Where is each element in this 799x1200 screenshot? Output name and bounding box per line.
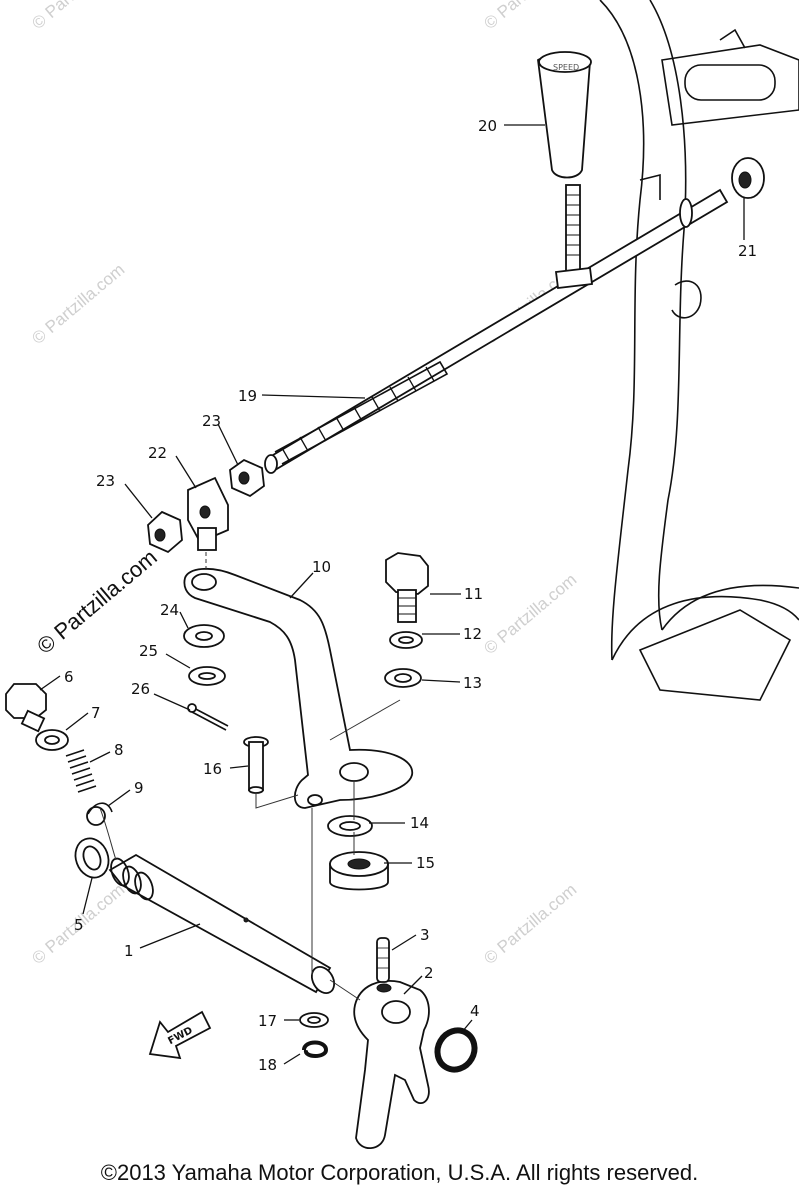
washer — [299, 1012, 329, 1028]
part-label-10: 10 — [312, 558, 331, 576]
part-label-23: 23 — [202, 412, 221, 430]
nut — [229, 458, 265, 498]
watermark: © Partzilla.com — [28, 260, 128, 348]
ball — [86, 802, 113, 826]
part-label-22: 22 — [148, 444, 167, 462]
assembly-lines — [99, 552, 401, 1001]
part-label-26: 26 — [131, 680, 150, 698]
part-label-14: 14 — [410, 814, 429, 832]
fork-pin — [376, 937, 390, 983]
part-label-3: 3 — [420, 926, 430, 944]
washer — [384, 668, 422, 688]
part-label-13: 13 — [463, 674, 482, 692]
part-label-12: 12 — [463, 625, 482, 643]
cotter-pin — [187, 703, 229, 731]
part-label-24: 24 — [160, 601, 179, 619]
shift-knob: SPEED — [537, 51, 594, 289]
frame-outline — [599, 0, 799, 701]
collar — [329, 851, 389, 891]
watermark: © Partzilla.com — [480, 570, 580, 658]
part-label-5: 5 — [74, 916, 84, 934]
bolt — [385, 552, 429, 623]
gasket — [35, 729, 69, 751]
washer — [327, 815, 373, 837]
part-label-6: 6 — [64, 668, 74, 686]
part-label-11: 11 — [464, 585, 483, 603]
watermark: © Partzilla.com — [480, 0, 580, 33]
part-label-4: 4 — [470, 1002, 480, 1020]
rod-joint — [187, 476, 229, 551]
part-labels: 20 21 19 23 22 23 10 11 12 13 24 25 26 1… — [64, 117, 757, 1074]
shift-rod — [264, 188, 729, 474]
shift-lever — [183, 568, 413, 809]
part-label-16: 16 — [203, 760, 222, 778]
part-label-17: 17 — [258, 1012, 277, 1030]
part-label-7: 7 — [91, 704, 101, 722]
lock-washer — [389, 631, 423, 649]
washer — [183, 624, 225, 648]
part-label-1: 1 — [124, 942, 134, 960]
washer — [188, 666, 226, 686]
plug — [5, 683, 47, 733]
part-label-21: 21 — [738, 242, 757, 260]
watermark: © Partzilla.com — [28, 0, 128, 33]
grommet — [731, 157, 765, 199]
part-label-20: 20 — [478, 117, 497, 135]
knob-text: SPEED — [553, 63, 579, 72]
part-label-2: 2 — [424, 964, 434, 982]
part-label-9: 9 — [134, 779, 144, 797]
shift-shaft — [108, 853, 336, 995]
leader-lines — [39, 124, 745, 1065]
part-label-23: 23 — [96, 472, 115, 490]
circlip — [434, 1027, 478, 1073]
part-label-25: 25 — [139, 642, 158, 660]
part-label-19: 19 — [238, 387, 257, 405]
part-label-8: 8 — [114, 741, 124, 759]
oil-seal — [74, 837, 110, 879]
part-label-15: 15 — [416, 854, 435, 872]
fwd-arrow: FWD — [148, 1010, 212, 1060]
watermark: © Partzilla.com — [480, 880, 580, 968]
copyright-notice: ©2013 Yamaha Motor Corporation, U.S.A. A… — [100, 1160, 699, 1185]
shift-fork — [353, 980, 430, 1150]
circlip — [302, 1040, 329, 1058]
part-label-18: 18 — [258, 1056, 277, 1074]
spring — [65, 749, 97, 793]
nut — [147, 510, 183, 554]
pin — [243, 736, 269, 794]
